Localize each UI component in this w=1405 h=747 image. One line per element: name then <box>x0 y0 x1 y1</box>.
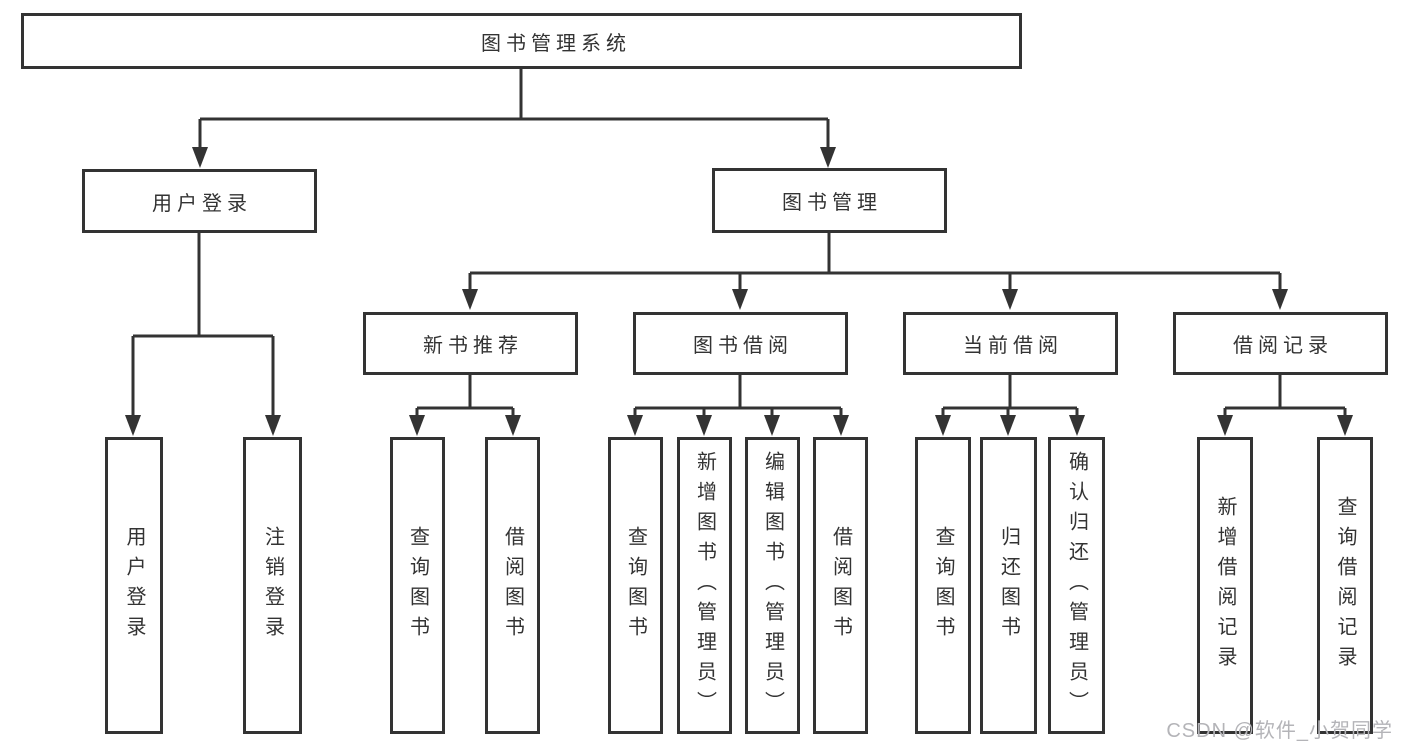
arrowheads <box>125 147 1353 436</box>
arrowhead <box>1002 289 1018 310</box>
leaf-borrow-books-1-label: 借阅图书 <box>501 525 524 646</box>
connector-bookmgmt-to-level3 <box>468 233 1282 292</box>
node-book-borrowing: 图书借阅 <box>633 312 848 375</box>
leaf-add-books-admin: 新增图书（管理员） <box>677 437 732 734</box>
leaf-user-login: 用户登录 <box>105 437 163 734</box>
leaf-user-login-label: 用户登录 <box>123 525 145 646</box>
node-borrowing-records-label: 借阅记录 <box>1233 335 1333 357</box>
leaf-query-borrow-record: 查询借阅记录 <box>1317 437 1373 734</box>
leaf-confirm-return-admin: 确认归还（管理员） <box>1048 437 1105 734</box>
leaf-query-borrow-record-label: 查询借阅记录 <box>1334 495 1356 676</box>
arrowhead <box>764 415 780 436</box>
arrowhead <box>627 415 643 436</box>
arrowhead <box>1272 289 1288 310</box>
leaf-logout: 注销登录 <box>243 437 302 734</box>
leaf-logout-label: 注销登录 <box>261 525 284 646</box>
arrowhead <box>1337 415 1353 436</box>
arrowhead <box>833 415 849 436</box>
arrowhead <box>935 415 951 436</box>
connector-userlogin-to-leaves <box>131 233 275 419</box>
node-root-label: 图书管理系统 <box>481 32 631 55</box>
leaf-borrow-books-2-label: 借阅图书 <box>829 525 852 646</box>
arrowhead <box>192 147 208 168</box>
node-user-login: 用户登录 <box>82 169 317 233</box>
connector-current-to-leaves <box>941 375 1079 420</box>
arrowhead <box>732 289 748 310</box>
leaf-borrow-books-1: 借阅图书 <box>485 437 540 734</box>
leaf-query-books-2-label: 查询图书 <box>624 525 647 646</box>
leaf-edit-books-admin-label: 编辑图书（管理员） <box>761 450 784 721</box>
leaf-query-books-3: 查询图书 <box>915 437 971 734</box>
arrowhead <box>265 415 281 436</box>
arrowhead <box>696 415 712 436</box>
leaf-confirm-return-admin-label: 确认归还（管理员） <box>1065 450 1088 721</box>
leaf-add-books-admin-label: 新增图书（管理员） <box>693 450 716 721</box>
node-borrowing-records: 借阅记录 <box>1173 312 1388 375</box>
arrowhead <box>462 289 478 310</box>
connector-newrec-to-leaves <box>415 375 515 420</box>
leaf-add-borrow-record-label: 新增借阅记录 <box>1214 495 1236 676</box>
leaf-return-books-label: 归还图书 <box>997 525 1020 646</box>
connector-lines <box>131 69 1347 420</box>
node-new-book-recommend-label: 新书推荐 <box>423 335 523 357</box>
arrowhead <box>820 147 836 168</box>
leaf-return-books: 归还图书 <box>980 437 1037 734</box>
leaf-query-books-1: 查询图书 <box>390 437 445 734</box>
node-current-borrowing: 当前借阅 <box>903 312 1118 375</box>
node-new-book-recommend: 新书推荐 <box>363 312 578 375</box>
node-root: 图书管理系统 <box>21 13 1022 69</box>
leaf-edit-books-admin: 编辑图书（管理员） <box>745 437 800 734</box>
node-book-management-label: 图书管理 <box>782 192 882 214</box>
leaf-borrow-books-2: 借阅图书 <box>813 437 868 734</box>
leaf-query-books-3-label: 查询图书 <box>932 525 954 646</box>
node-current-borrowing-label: 当前借阅 <box>963 335 1063 357</box>
connector-borrow-to-leaves <box>633 375 843 420</box>
arrowhead <box>1000 415 1016 436</box>
connector-root-to-level2 <box>198 69 830 150</box>
leaf-add-borrow-record: 新增借阅记录 <box>1197 437 1253 734</box>
node-user-login-label: 用户登录 <box>152 192 252 215</box>
arrowhead <box>505 415 521 436</box>
leaf-query-books-2: 查询图书 <box>608 437 663 734</box>
csdn-watermark: CSDN @软件_小贺同学 <box>1166 720 1393 742</box>
leaf-query-books-1-label: 查询图书 <box>406 525 429 646</box>
node-book-borrowing-label: 图书借阅 <box>693 335 793 357</box>
arrowhead <box>1069 415 1085 436</box>
arrowhead <box>1217 415 1233 436</box>
connector-records-to-leaves <box>1223 375 1347 420</box>
arrowhead <box>409 415 425 436</box>
arrowhead <box>125 415 141 436</box>
node-book-management: 图书管理 <box>712 168 947 233</box>
